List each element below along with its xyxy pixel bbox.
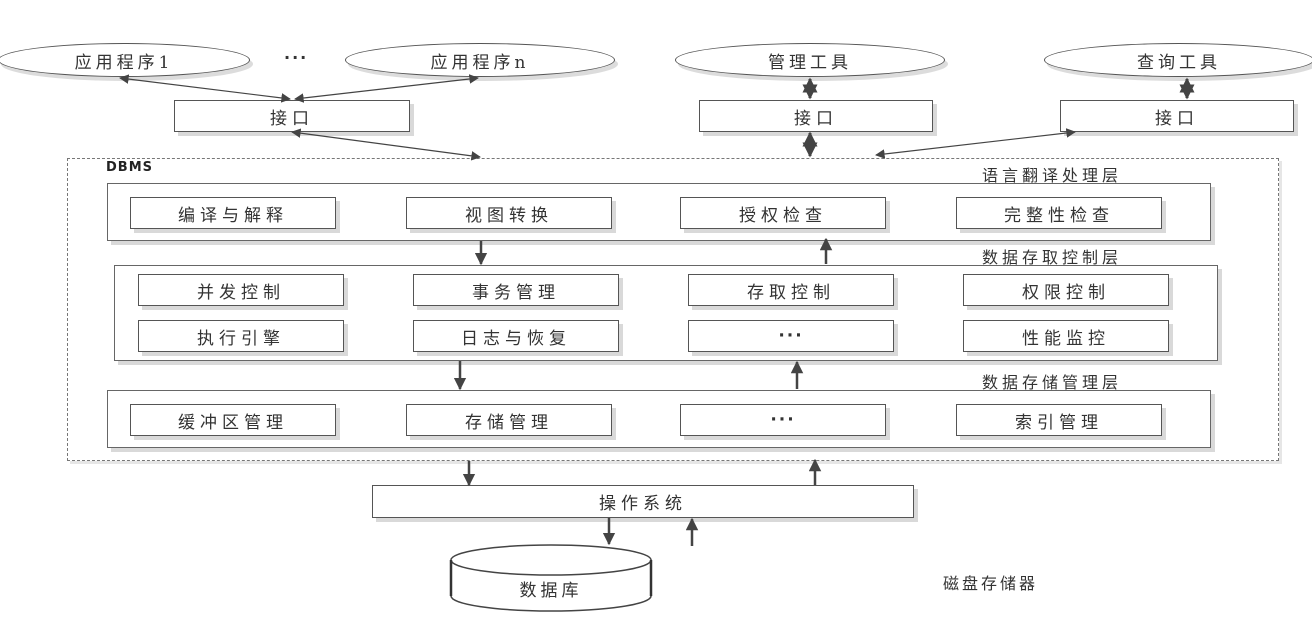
interface-box-query: 接口: [1060, 100, 1294, 132]
module-authorization-check: 授权检查: [680, 197, 886, 229]
dbms-label: DBMS: [106, 160, 153, 175]
module-label: ···: [770, 410, 796, 430]
client-app-n-label: 应用程序n: [430, 52, 530, 73]
module-transaction-management: 事务管理: [413, 274, 619, 306]
admin-tool: 管理工具: [675, 43, 945, 77]
module-label: 权限控制: [1022, 282, 1110, 303]
module-label: 授权检查: [739, 205, 827, 226]
module-label: 存储管理: [465, 412, 553, 433]
module-label: 编译与解释: [178, 205, 288, 226]
module-index-management: 索引管理: [956, 404, 1162, 436]
module-execution-engine: 执行引擎: [138, 320, 344, 352]
interface-label: 接口: [1155, 108, 1199, 129]
module-label: 视图转换: [465, 205, 553, 226]
module-access-control: 存取控制: [688, 274, 894, 306]
operating-system-label: 操作系统: [599, 494, 687, 514]
module-log-recovery: 日志与恢复: [413, 320, 619, 352]
module-label: ···: [778, 326, 804, 346]
query-tool: 查询工具: [1044, 43, 1312, 77]
module-storage-management: 存储管理: [406, 404, 612, 436]
client-ellipsis: ···: [284, 48, 309, 67]
client-app-1: 应用程序1: [0, 43, 250, 77]
module-label: 完整性检查: [1004, 205, 1114, 226]
module-concurrency-control: 并发控制: [138, 274, 344, 306]
module-label: 并发控制: [197, 282, 285, 303]
layer-title-language: 语言翻译处理层: [982, 166, 1123, 185]
interface-box-admin: 接口: [699, 100, 933, 132]
client-app-n: 应用程序n: [345, 43, 615, 77]
query-tool-label: 查询工具: [1137, 52, 1221, 73]
module-label: 执行引擎: [197, 328, 285, 349]
module-permission-control: 权限控制: [963, 274, 1169, 306]
module-compile-interpret: 编译与解释: [130, 197, 336, 229]
client-app-1-label: 应用程序1: [74, 52, 174, 73]
module-view-transform: 视图转换: [406, 197, 612, 229]
arrow-interface-dbms: [291, 128, 481, 161]
module-ellipsis: ···: [688, 320, 894, 352]
module-integrity-check: 完整性检查: [956, 197, 1162, 229]
admin-tool-label: 管理工具: [768, 52, 852, 73]
operating-system-box: 操作系统: [372, 485, 914, 518]
interface-label: 接口: [270, 108, 314, 129]
module-performance-monitor: 性能监控: [963, 320, 1169, 352]
module-label: 缓冲区管理: [178, 412, 288, 433]
module-label: 存取控制: [747, 282, 835, 303]
arrow-appn-interface: [294, 74, 479, 103]
interface-label: 接口: [794, 108, 838, 129]
module-buffer-management: 缓冲区管理: [130, 404, 336, 436]
disk-storage-label: 磁盘存储器: [943, 574, 1039, 593]
arrow-query-interface-dbms: [875, 128, 1076, 159]
arrow-app1-interface: [119, 74, 291, 103]
module-label: 索引管理: [1015, 412, 1103, 433]
module-ellipsis: ···: [680, 404, 886, 436]
module-label: 日志与恢复: [461, 328, 571, 349]
module-label: 性能监控: [1022, 328, 1110, 349]
module-label: 事务管理: [472, 282, 560, 303]
layer-title-access-control: 数据存取控制层: [982, 248, 1123, 267]
database-label: 数据库: [519, 581, 583, 601]
layer-title-storage: 数据存储管理层: [982, 373, 1123, 392]
interface-box-apps: 接口: [174, 100, 410, 132]
dbms-container: [67, 158, 1279, 461]
